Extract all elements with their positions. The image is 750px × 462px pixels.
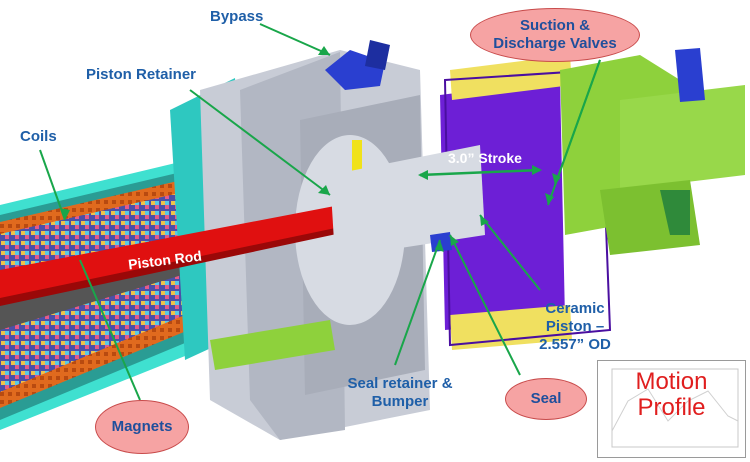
seal-callout: Seal: [505, 378, 587, 420]
motion-profile-inset: Motion Profile: [597, 360, 746, 458]
piston-retainer-label: Piston Retainer: [86, 66, 197, 83]
bypass-leader: [259, 23, 331, 56]
magnets-leader: [79, 259, 141, 401]
ceramic-piston-label: Ceramic Piston – 2.557” OD: [539, 300, 611, 353]
bypass-fitting: [325, 40, 390, 90]
bypass-label: Bypass: [210, 8, 264, 25]
magnets-callout: Magnets: [95, 400, 189, 454]
stroke-arrow: [418, 165, 542, 180]
stroke-label: 3.0” Stroke: [448, 150, 522, 166]
suction-discharge-valves-callout: Suction & Discharge Valves: [470, 8, 640, 62]
seal-leader: [449, 234, 521, 376]
motion-profile-title: Motion Profile: [635, 368, 708, 421]
motion-profile-graph: [611, 368, 739, 448]
ceramic-piston-leader: [479, 214, 541, 291]
seal-retainer-label: Seal retainer & Bumper: [347, 375, 453, 410]
piston-retainer-leader: [189, 89, 331, 196]
compressor-cylinder: [440, 55, 612, 350]
coils-label: Coils: [20, 128, 57, 145]
seal-retainer-leader: [394, 239, 441, 366]
leader-arrowheads: [60, 46, 561, 252]
valve-head: [560, 48, 745, 255]
lower-pipe: [210, 320, 335, 370]
